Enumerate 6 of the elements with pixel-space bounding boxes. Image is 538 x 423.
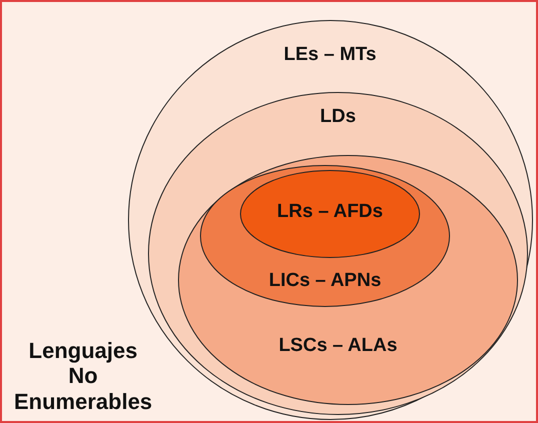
set-label: LDs: [320, 106, 356, 128]
set-label: LSCs – ALAs: [278, 335, 398, 357]
set-label: LRs – AFDs: [277, 201, 383, 223]
set-label: Lenguajes No Enumerables: [14, 338, 152, 414]
set-label: LICs – APNs: [268, 270, 382, 292]
set-label: LEs – MTs: [284, 44, 376, 66]
